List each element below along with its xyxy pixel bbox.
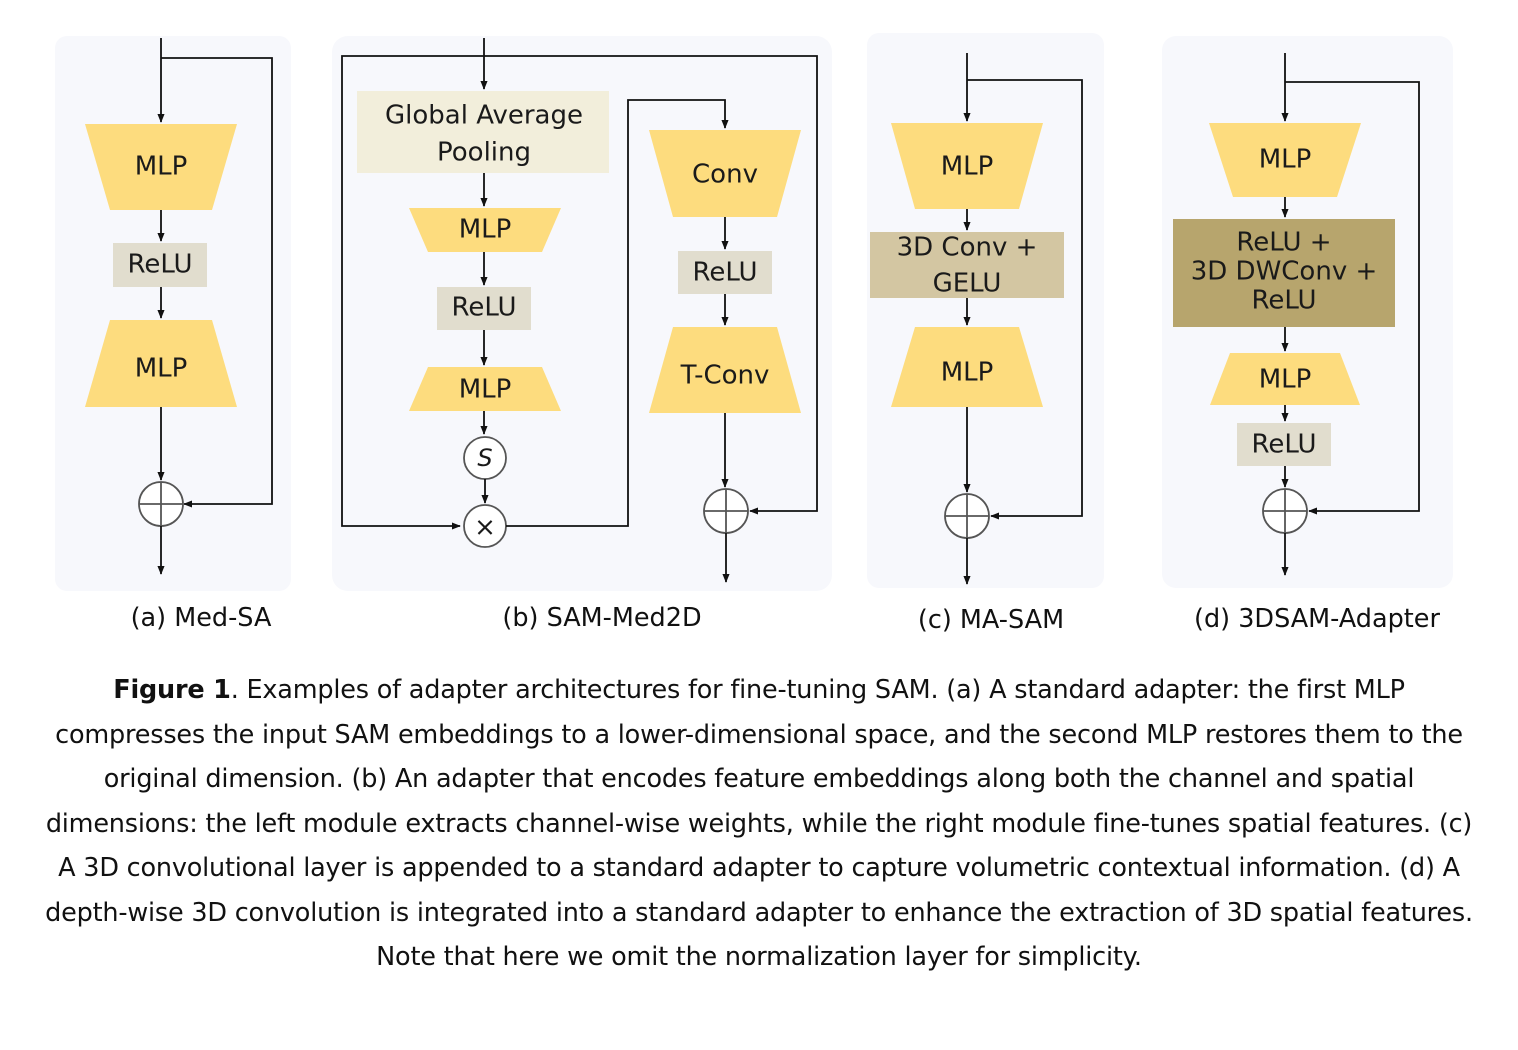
- mlp-up-block-a: [85, 320, 237, 407]
- panel-b-caption: (b) SAM-Med2D: [502, 603, 701, 633]
- conv3d-gelu-block: [870, 232, 1064, 298]
- mlp-down-block-b: [409, 208, 561, 252]
- mlp-up-label-d: MLP: [1259, 365, 1312, 395]
- panel-c: MLP 3D Conv + GELU MLP: [870, 53, 1083, 585]
- multiply-label: ×: [474, 513, 496, 543]
- mlp-down-label-d: MLP: [1259, 145, 1312, 175]
- sigmoid-label: S: [477, 444, 492, 472]
- conv3d-label-line2: GELU: [933, 269, 1002, 299]
- conv-block-b: [649, 130, 801, 217]
- skip-connection-a: [161, 57, 273, 508]
- mlp-down-label-c: MLP: [941, 152, 994, 182]
- mlp-up-label-a: MLP: [135, 354, 188, 384]
- mlp-up-block-c: [891, 327, 1043, 407]
- skip-connection-c: [967, 79, 1083, 520]
- figure-caption: Figure 1. Examples of adapter architectu…: [40, 668, 1478, 980]
- mlp-up-label-b: MLP: [459, 375, 512, 405]
- global-average-pooling-block: [357, 91, 609, 173]
- conv-label-b: Conv: [692, 160, 758, 190]
- skip-to-add-b: [484, 55, 818, 515]
- tconv-block-b: [649, 327, 801, 413]
- mlp-down-block-d: [1209, 123, 1361, 197]
- panel-d: MLP ReLU + 3D DWConv + ReLU MLP ReLU: [1173, 53, 1420, 576]
- figure-label: Figure 1: [113, 675, 231, 705]
- add-icon-d: [1262, 488, 1308, 534]
- skip-connection-d: [1285, 81, 1420, 515]
- add-icon-c: [944, 493, 990, 539]
- relu-block-a: [113, 243, 207, 287]
- relu-label-a: ReLU: [127, 250, 192, 280]
- panel-a-caption: (a) Med-SA: [131, 603, 272, 633]
- mlp-down-label-a: MLP: [135, 152, 188, 182]
- panel-d-caption: (d) 3DSAM-Adapter: [1194, 604, 1440, 634]
- mlp-up-block-d: [1210, 353, 1360, 405]
- mlp-down-block-c: [891, 123, 1043, 209]
- tconv-label-b: T-Conv: [680, 361, 770, 391]
- relu-block-b-right: [678, 251, 772, 294]
- mlp-down-block-a: [85, 124, 237, 210]
- figure-caption-text: . Examples of adapter architectures for …: [45, 675, 1473, 972]
- gap-label-line2: Pooling: [437, 138, 531, 168]
- relu-label-b-right: ReLU: [692, 258, 757, 288]
- dwconv-label-line2: 3D DWConv +: [1191, 257, 1378, 287]
- dwconv-block: [1173, 219, 1395, 327]
- skip-to-multiply-b: [341, 55, 484, 530]
- relu-label-b-left: ReLU: [451, 293, 516, 323]
- panel-c-caption: (c) MA-SAM: [918, 605, 1064, 635]
- relu-label-d: ReLU: [1251, 430, 1316, 460]
- relu-block-d: [1237, 423, 1331, 466]
- dwconv-label-line1: ReLU +: [1236, 228, 1331, 258]
- dwconv-label-line3: ReLU: [1251, 286, 1316, 316]
- relu-block-b-left: [437, 287, 531, 330]
- adapter-architectures-figure: MLP ReLU MLP Global Average Pooling MLP …: [85, 38, 1441, 635]
- conv3d-label-line1: 3D Conv +: [897, 233, 1038, 263]
- mlp-up-block-b: [409, 367, 561, 411]
- mlp-down-label-b: MLP: [459, 215, 512, 245]
- add-icon-b: [703, 488, 749, 534]
- gap-label-line1: Global Average: [385, 101, 583, 131]
- panel-b: Global Average Pooling MLP ReLU MLP S × …: [341, 38, 818, 583]
- mlp-up-label-c: MLP: [941, 358, 994, 388]
- link-to-conv-b: [506, 99, 729, 527]
- add-icon-a: [138, 481, 184, 527]
- panel-a: MLP ReLU MLP: [85, 38, 273, 575]
